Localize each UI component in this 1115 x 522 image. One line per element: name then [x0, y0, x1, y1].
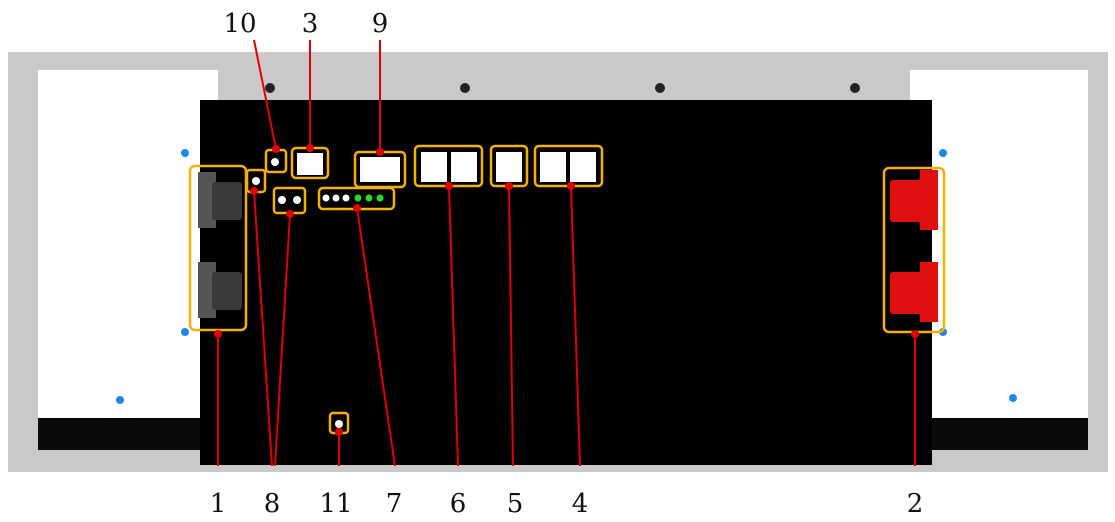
callout-2: 2	[907, 489, 924, 519]
callout-7: 7	[386, 489, 403, 519]
rj-port-4a	[540, 152, 566, 182]
screw-icon	[655, 83, 665, 93]
callout-8: 8	[264, 489, 281, 519]
led-green-icon	[365, 194, 373, 202]
rj-ports	[421, 152, 596, 182]
rj-port-4b	[570, 152, 596, 182]
blue-screw-icon	[939, 149, 947, 157]
callout-6: 6	[450, 489, 467, 519]
screw-icon	[460, 83, 470, 93]
leader-endpoints	[214, 144, 919, 436]
led-white-icon	[342, 194, 350, 202]
blue-screw-icon	[939, 328, 947, 336]
blue-screw-icon	[1009, 394, 1017, 402]
positive-terminals	[890, 170, 938, 322]
callout-3: 3	[302, 9, 319, 39]
callout-1: 1	[210, 489, 227, 519]
indicator-dot-8b	[278, 196, 286, 204]
screw-icon	[265, 83, 275, 93]
blue-screw-icon	[181, 149, 189, 157]
mounting-screws	[116, 149, 1017, 404]
port-3	[297, 153, 323, 175]
rj-port-6a	[421, 152, 447, 182]
top-screws	[265, 83, 860, 93]
led-white-icon	[322, 194, 330, 202]
callout-11: 11	[319, 489, 352, 519]
left-housing	[38, 70, 218, 420]
rj-port-5	[496, 152, 522, 182]
screw-icon	[850, 83, 860, 93]
indicator-dot-11	[335, 420, 343, 428]
right-housing	[910, 70, 1088, 420]
indicator-dot-8c	[293, 196, 301, 204]
led-white-icon	[332, 194, 340, 202]
led-green-icon	[376, 194, 384, 202]
rj-port-6b	[451, 152, 477, 182]
negative-terminals	[198, 172, 242, 318]
blue-screw-icon	[181, 328, 189, 336]
leader-lines	[217, 39, 916, 467]
callout-5: 5	[507, 489, 524, 519]
callout-10: 10	[223, 9, 256, 39]
callout-4: 4	[572, 489, 589, 519]
led-indicators	[322, 194, 384, 202]
led-green-icon	[354, 194, 362, 202]
callout-9: 9	[372, 9, 389, 39]
indicator-dot-8a	[252, 177, 260, 185]
blue-screw-icon	[116, 396, 124, 404]
indicator-dot-10	[271, 158, 279, 166]
port-9	[360, 157, 400, 182]
